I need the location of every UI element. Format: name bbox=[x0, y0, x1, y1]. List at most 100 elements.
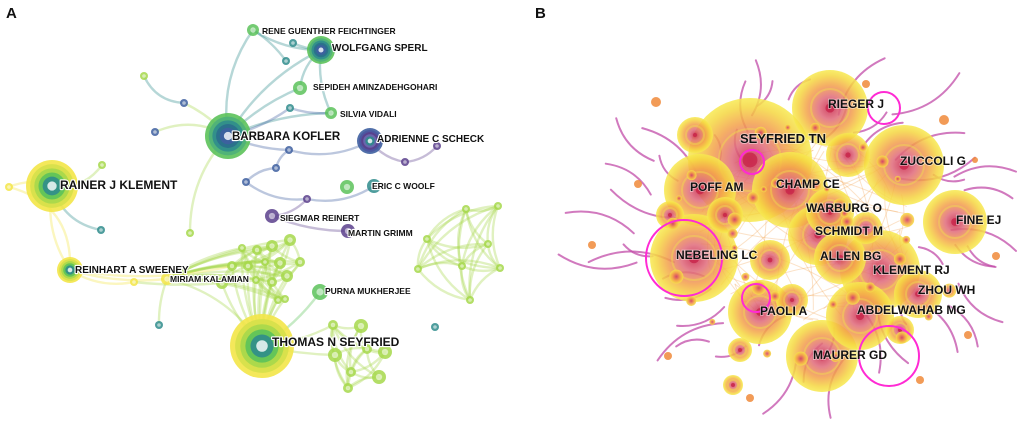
label-purna-mukherjee: PURNA MUKHERJEE bbox=[325, 286, 411, 296]
panel-a-node-s13 bbox=[97, 226, 105, 234]
panel-a-edge bbox=[165, 273, 258, 282]
panel-b-node-small bbox=[686, 295, 697, 306]
panel-a-node-r7 bbox=[466, 296, 474, 304]
panel-a-edge bbox=[220, 260, 302, 285]
panel-a-node-r6 bbox=[414, 265, 422, 273]
panel-a-node-g5 bbox=[274, 257, 286, 269]
panel-a-node-l0 bbox=[328, 320, 338, 330]
panel-b-node-small bbox=[829, 300, 838, 309]
panel-b-burst-ring bbox=[858, 325, 920, 387]
panel-b-node-small bbox=[876, 155, 889, 168]
panel-b-node-fine bbox=[923, 190, 987, 254]
label-zhou-wh: ZHOU WH bbox=[918, 283, 975, 297]
panel-a-node-s4 bbox=[286, 104, 294, 112]
panel-a-node-l7 bbox=[378, 345, 392, 359]
panel-a-edge bbox=[165, 246, 244, 281]
panel-b-node-small bbox=[895, 331, 908, 344]
panel-a-edge bbox=[416, 267, 472, 302]
panel-a-coauthor-network: RENE GUENTHER FEICHTINGER WOLFGANG SPERL… bbox=[5, 24, 504, 393]
panel-b-letter: B bbox=[535, 5, 546, 22]
panel-a-node-s16 bbox=[155, 321, 163, 329]
panel-a-edge bbox=[244, 180, 309, 201]
panel-a-node-s6 bbox=[272, 164, 280, 172]
panel-a-node-g11 bbox=[216, 277, 228, 289]
panel-b-edge bbox=[656, 322, 725, 362]
panel-a-node-woolf bbox=[367, 179, 381, 193]
panel-a-node-s12 bbox=[98, 161, 106, 169]
label-rene-guenther-feichtinger: RENE GUENTHER FEICHTINGER bbox=[262, 26, 396, 36]
panel-a-node-l1 bbox=[354, 319, 368, 333]
label-klement-rj: KLEMENT RJ bbox=[873, 263, 950, 277]
panel-b-edge bbox=[622, 243, 654, 258]
panel-a-node-s7 bbox=[242, 178, 250, 186]
panel-b-nodes bbox=[588, 70, 1000, 402]
panel-b-edge bbox=[957, 282, 1004, 324]
label-thomas-n-seyfried: THOMAS N SEYFRIED bbox=[272, 335, 400, 349]
panel-b-node-small bbox=[809, 179, 822, 192]
label-fine-ej: FINE EJ bbox=[956, 213, 1001, 227]
label-allen-bg: ALLEN BG bbox=[820, 249, 881, 263]
panel-b-node-peripheral bbox=[939, 115, 949, 125]
panel-a-node-feicht bbox=[247, 24, 259, 36]
panel-a-node-klement bbox=[26, 160, 78, 212]
panel-a-edge bbox=[132, 280, 224, 286]
panel-b-node-small bbox=[902, 235, 911, 244]
panel-b-node-peripheral bbox=[634, 180, 642, 188]
panel-a-edge bbox=[165, 264, 234, 281]
panel-b-node-small bbox=[669, 269, 684, 284]
label-silvia-vidali: SILVIA VIDALI bbox=[340, 109, 397, 119]
panel-a-node-s15 bbox=[130, 278, 138, 286]
panel-a-edge bbox=[165, 273, 274, 284]
panel-a-node-l6 bbox=[343, 383, 353, 393]
panel-a-node-l4 bbox=[346, 367, 356, 377]
panel-a-edge bbox=[416, 207, 468, 271]
panel-b-edge bbox=[947, 304, 979, 348]
panel-a-edge bbox=[142, 74, 186, 105]
panel-b-node-small bbox=[844, 227, 850, 233]
panel-b-edge bbox=[891, 72, 961, 116]
panel-b-node-small bbox=[799, 179, 808, 188]
panel-a-node-aminz bbox=[293, 81, 307, 95]
panel-a-edge bbox=[460, 204, 500, 268]
panel-a-node-s19 bbox=[282, 57, 290, 65]
panel-b-node-peripheral bbox=[964, 331, 972, 339]
panel-a-node-r0 bbox=[462, 205, 470, 213]
panel-b-node-small bbox=[760, 186, 767, 193]
panel-a-node-s1 bbox=[140, 72, 148, 80]
panel-b-node-peripheral bbox=[992, 252, 1000, 260]
panel-a-node-s5 bbox=[285, 146, 293, 154]
panel-b-node-small bbox=[865, 282, 876, 293]
panel-a-edge bbox=[165, 260, 267, 281]
panel-b-node-peripheral bbox=[664, 352, 672, 360]
panel-a-edge bbox=[403, 144, 439, 164]
label-schmidt-m: SCHMIDT M bbox=[815, 224, 883, 238]
label-wolfgang-sperl: WOLFGANG SPERL bbox=[332, 43, 428, 54]
panel-b-node-small bbox=[830, 351, 841, 362]
panel-a-edge bbox=[468, 242, 490, 302]
panel-a-node-s3 bbox=[151, 128, 159, 136]
panel-a-edge bbox=[468, 204, 500, 302]
panel-a-node-grimm bbox=[341, 224, 355, 238]
label-seyfried-tn: SEYFRIED TN bbox=[740, 131, 826, 146]
label-nebeling-lc: NEBELING LC bbox=[676, 248, 758, 262]
panel-a-edge bbox=[416, 259, 502, 271]
panel-b-edge bbox=[963, 186, 1014, 200]
panel-b-node-small bbox=[858, 143, 867, 152]
label-maurer-gd: MAURER GD bbox=[813, 348, 887, 362]
panel-b-edge bbox=[917, 246, 944, 266]
panel-b-node-peripheral bbox=[916, 376, 924, 384]
label-zuccoli-g: ZUCCOLI G bbox=[900, 154, 966, 168]
panel-b-node-small bbox=[832, 198, 847, 213]
label-miriam-kalamian: MIRIAM KALAMIAN bbox=[170, 274, 249, 284]
panel-b-node-small bbox=[686, 170, 697, 181]
panel-b-burst-ring bbox=[741, 283, 771, 313]
panel-b-node-peripheral bbox=[746, 394, 754, 402]
panel-b-node-small bbox=[727, 212, 742, 227]
panel-b-node-peripheral bbox=[972, 157, 978, 163]
panel-b-node-small bbox=[754, 126, 767, 139]
label-rieger-j: RIEGER J bbox=[828, 97, 884, 111]
panel-a-node-kofler bbox=[205, 113, 251, 159]
panel-a-edge bbox=[157, 277, 169, 327]
panel-a-edge bbox=[165, 264, 250, 281]
panel-b-node-small bbox=[731, 244, 738, 251]
